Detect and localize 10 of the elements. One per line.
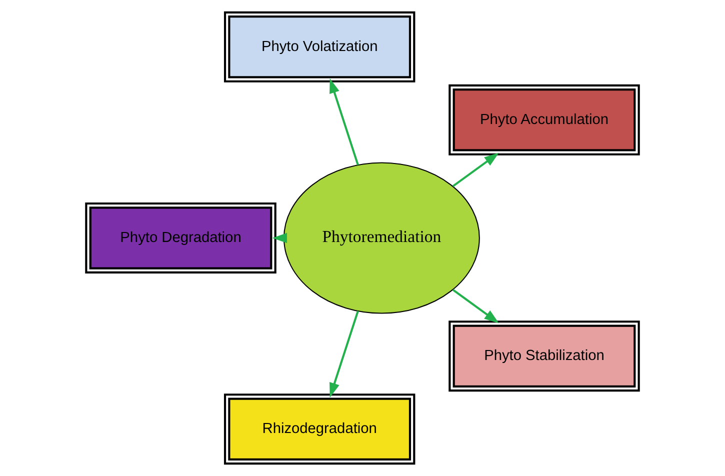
node-box: Phyto Degradation [85,202,276,274]
node-box: Phyto Stabilization [448,320,640,392]
arrow [330,78,359,166]
arrow [452,152,499,188]
node-box: Phyto Accumulation [448,84,640,156]
arrow [330,310,359,398]
node-box: Rhizodegradation [224,394,416,465]
arrow [452,288,499,324]
arrow [272,232,287,244]
node-box: Phyto Volatization [224,11,416,82]
